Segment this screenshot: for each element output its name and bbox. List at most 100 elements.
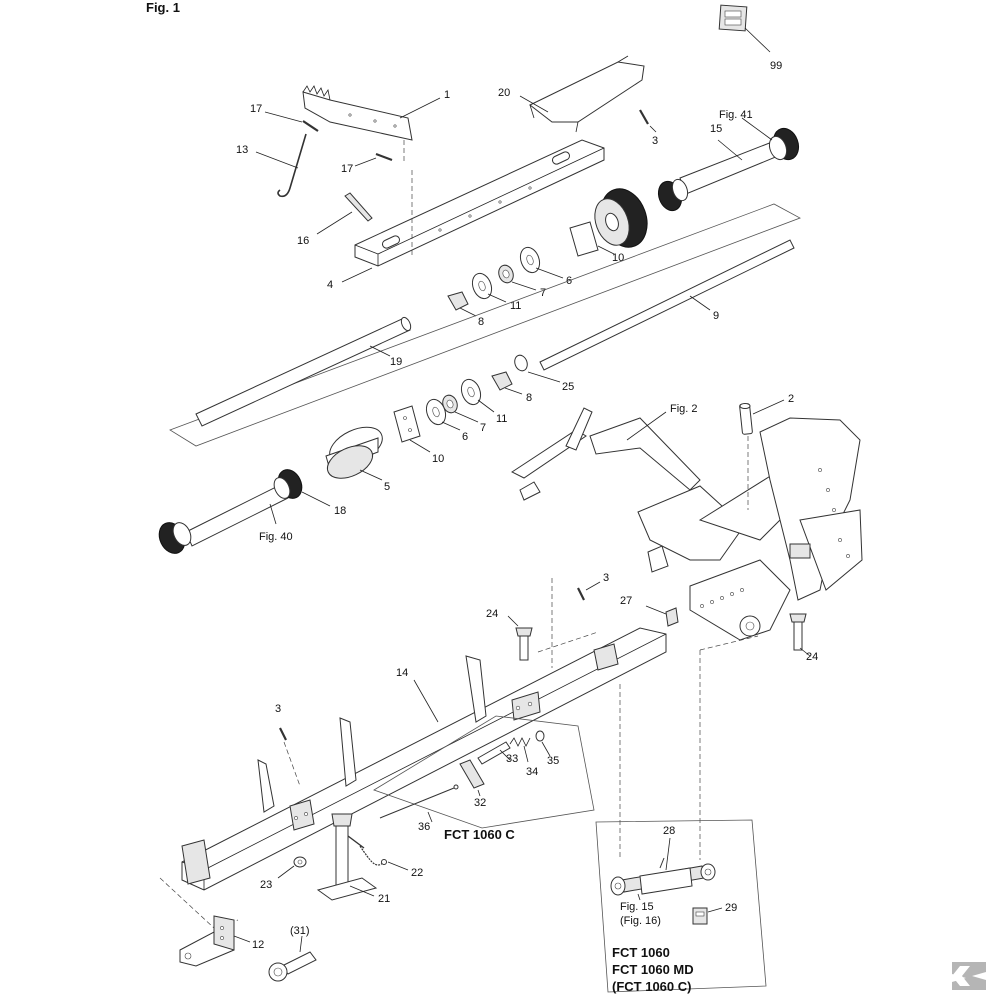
part-27-plate[interactable]	[665, 607, 679, 627]
callout-12: 12	[252, 939, 264, 951]
part-28-hydraulic-cylinder[interactable]	[610, 857, 716, 896]
ref-fig-41: Fig. 41	[719, 109, 753, 121]
ref-fig-2: Fig. 2	[670, 403, 698, 415]
part-6-flange-upper[interactable]	[517, 245, 543, 276]
part-34-spring[interactable]	[509, 737, 531, 747]
part-18-pto-shaft[interactable]	[154, 466, 306, 558]
ref-fig-16: (Fig. 16)	[620, 915, 661, 927]
figure-title: Fig. 1	[146, 0, 180, 15]
callout-33: 33	[506, 753, 518, 765]
part-2-pin[interactable]	[739, 403, 753, 435]
variant-fct-1060-c: (FCT 1060 C)	[612, 979, 691, 994]
part-4-beam[interactable]	[354, 139, 605, 267]
part-13-hook[interactable]	[277, 133, 307, 198]
part-22-chain[interactable]	[359, 845, 387, 866]
chassis-frame[interactable]	[510, 407, 863, 641]
part-31-drawbar-eye[interactable]	[268, 951, 317, 982]
callout-24-left: 24	[486, 608, 498, 620]
part-36-cable[interactable]	[379, 784, 459, 819]
part-9-drive-shaft[interactable]	[539, 239, 795, 371]
callout-8-lower: 8	[526, 392, 532, 404]
callout-6-lower: 6	[462, 431, 468, 443]
callout-3-middle: 3	[603, 572, 609, 584]
callout-16: 16	[297, 235, 309, 247]
callout-32: 32	[474, 797, 486, 809]
callout-17-upper: 17	[250, 103, 262, 115]
part-99-decal[interactable]	[718, 4, 748, 32]
callout-99: 99	[770, 60, 782, 72]
variant-fct-1060: FCT 1060	[612, 945, 670, 960]
callout-34: 34	[526, 766, 538, 778]
part-11-flange-upper[interactable]	[469, 271, 495, 302]
callout-3-top: 3	[652, 135, 658, 147]
callout-20: 20	[498, 87, 510, 99]
part-32-lever[interactable]	[459, 759, 485, 789]
ref-fig-40: Fig. 40	[259, 531, 293, 543]
part-10-bracket-lower[interactable]	[393, 405, 421, 443]
callout-27: 27	[620, 595, 632, 607]
callout-14: 14	[396, 667, 408, 679]
callout-21: 21	[378, 893, 390, 905]
callout-29: 29	[725, 902, 737, 914]
part-24-bolt-left[interactable]	[515, 627, 533, 661]
callout-31: (31)	[290, 925, 310, 937]
callout-7-upper: 7	[540, 287, 546, 299]
part-15-pto-shaft[interactable]	[655, 125, 803, 214]
callout-1: 1	[444, 89, 450, 101]
part-33-rod[interactable]	[477, 741, 511, 765]
part-25-plate[interactable]	[513, 353, 530, 372]
part-17-pin-upper[interactable]	[302, 120, 319, 132]
callout-15: 15	[710, 123, 722, 135]
callout-9: 9	[713, 310, 719, 322]
part-10-clutch-upper[interactable]	[569, 182, 655, 257]
callout-17-lower: 17	[341, 163, 353, 175]
fct-1060-variant-box	[595, 819, 767, 993]
callout-25: 25	[562, 381, 574, 393]
callout-7-lower: 7	[480, 422, 486, 434]
part-11-flange-lower[interactable]	[458, 377, 484, 408]
callout-18: 18	[334, 505, 346, 517]
callout-5: 5	[384, 481, 390, 493]
part-20-cover[interactable]	[529, 55, 645, 133]
part-8-cone-lower[interactable]	[491, 371, 513, 391]
part-14-drawbar[interactable]	[181, 627, 667, 891]
callout-22: 22	[411, 867, 423, 879]
part-3-pin-left[interactable]	[279, 727, 287, 741]
part-21-jack-stand[interactable]	[316, 813, 378, 901]
callout-11-lower: 11	[496, 413, 507, 425]
callout-10-lower: 10	[432, 453, 444, 465]
part-17-pin-lower[interactable]	[375, 152, 393, 162]
part-16-clip[interactable]	[344, 192, 373, 222]
part-3-pin-middle[interactable]	[577, 587, 585, 601]
part-24-bolt-right[interactable]	[789, 613, 807, 651]
callout-11-upper: 11	[510, 300, 521, 312]
ref-fig-15: Fig. 15	[620, 901, 654, 913]
part-3-pin-top[interactable]	[639, 109, 649, 125]
callout-28: 28	[663, 825, 675, 837]
variant-fct-1060c: FCT 1060 C	[444, 827, 515, 842]
callout-24-right: 24	[806, 651, 818, 663]
callout-19: 19	[390, 356, 402, 368]
callout-36: 36	[418, 821, 430, 833]
callout-4: 4	[327, 279, 333, 291]
part-5-housing[interactable]	[322, 420, 388, 485]
variant-fct-1060-md: FCT 1060 MD	[612, 962, 694, 977]
part-35-washer[interactable]	[535, 730, 545, 742]
part-29-decal[interactable]	[692, 907, 708, 925]
brand-k-logo-icon	[952, 962, 986, 990]
callout-35: 35	[547, 755, 559, 767]
part-12-hitch[interactable]	[179, 915, 235, 967]
fct-1060c-group-frame	[373, 715, 595, 829]
part-7-bearing-upper[interactable]	[496, 263, 515, 285]
part-19-tube[interactable]	[195, 316, 413, 427]
callout-8-upper: 8	[478, 316, 484, 328]
part-1-shield[interactable]	[302, 85, 413, 141]
callout-2: 2	[788, 393, 794, 405]
callout-13: 13	[236, 144, 248, 156]
callout-3-left: 3	[275, 703, 281, 715]
callout-23: 23	[260, 879, 272, 891]
part-8-cone-upper[interactable]	[447, 291, 469, 311]
part-6-flange-lower[interactable]	[423, 397, 449, 428]
part-23-nut[interactable]	[293, 856, 307, 868]
